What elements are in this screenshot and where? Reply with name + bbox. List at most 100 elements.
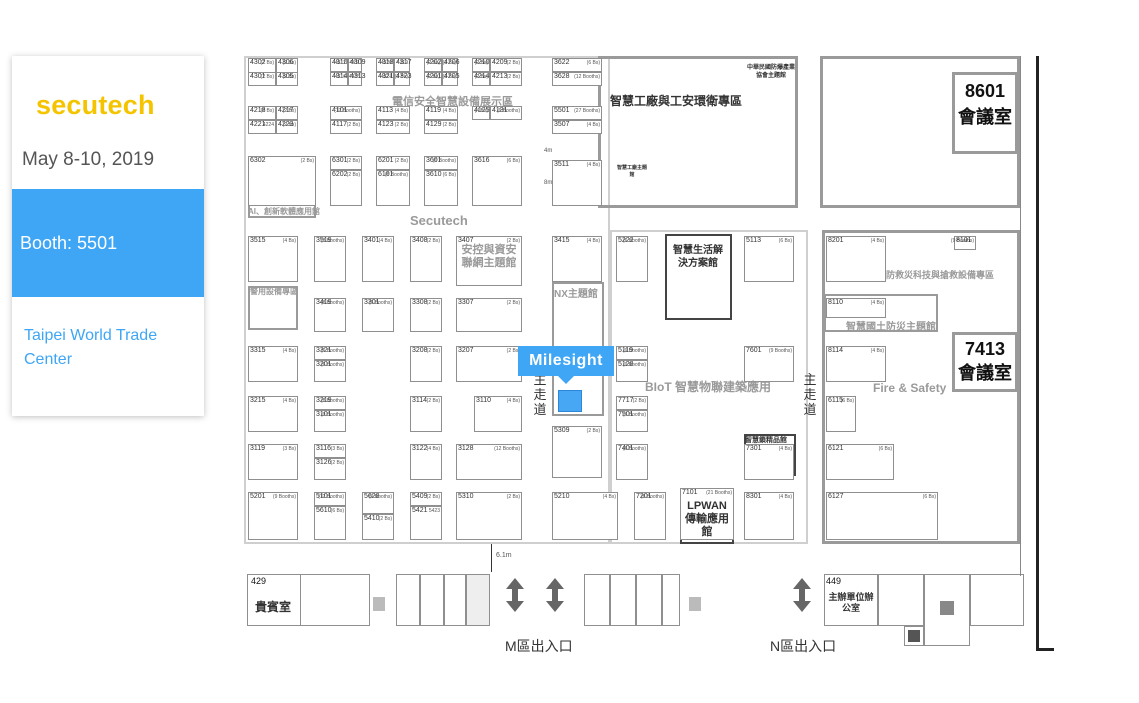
booth-3515[interactable]: 3515(4 Bs)	[248, 236, 298, 282]
booth-3207[interactable]: 3207(2 Bs)	[456, 346, 522, 382]
booth-8301[interactable]: 8301(4 Bs)	[744, 492, 794, 540]
booth-4123[interactable]: 4123(2 Bs)	[376, 120, 410, 134]
booth-6202[interactable]: 6202(2 Bs)	[330, 170, 362, 206]
booth-6127[interactable]: 6127(6 Bs)	[826, 492, 938, 540]
booth-4217[interactable]: 4217(2 Bs)	[276, 106, 298, 120]
booth-8114[interactable]: 8114(4 Bs)	[826, 346, 886, 382]
booth-4202[interactable]: 4202(2 Bs)	[424, 58, 442, 72]
booth-5222[interactable]: 5222(6 Booths)	[616, 236, 648, 282]
booth-4305[interactable]: 4305(2 Bs)	[276, 72, 298, 86]
booth-3610[interactable]: 3610(6 Bs)	[424, 170, 458, 206]
organizer-office[interactable]	[824, 574, 878, 626]
booth-8101[interactable]: 8101(9 Booths)	[951, 236, 976, 250]
booth-8110[interactable]: 8110(4 Bs)	[826, 298, 886, 318]
booth-3616[interactable]: 3616(6 Bs)	[472, 156, 522, 206]
booth-3114[interactable]: 3114(2 Bs)	[410, 396, 442, 432]
booth-7201[interactable]: 7201(8 Booths)	[634, 492, 666, 540]
booth-3407[interactable]: 3407(2 Bs)	[456, 236, 522, 286]
milesight-marker[interactable]: Milesight	[518, 346, 614, 384]
booth-3308[interactable]: 3308(2 Bs)	[410, 298, 442, 332]
booth-5501-highlight[interactable]	[558, 390, 582, 412]
booth-3301[interactable]: 3301(6 Booths)	[362, 298, 394, 332]
booth-6115[interactable]: 6115(6 Bs)	[826, 396, 856, 432]
booth-5309[interactable]: 5309(2 Bs)	[552, 426, 602, 478]
booth-3101[interactable]: 3101(9 Booths)	[314, 410, 346, 432]
booth-3119[interactable]: 3119(3 Bs)	[248, 444, 298, 480]
booth-4131[interactable]: 4131(9 Booths)	[490, 106, 522, 120]
booth-6101[interactable]: 6101(8 Booths)	[376, 170, 410, 206]
booth-3126[interactable]: 3126(2 Bs)	[314, 458, 346, 480]
booth-3511[interactable]: 3511(4 Bs)	[552, 160, 602, 206]
booth-4213[interactable]: 4213(2 Bs)	[490, 72, 522, 86]
booth-5501[interactable]: 5501(27 Booths)	[552, 106, 602, 120]
booth-3307[interactable]: 3307(2 Bs)	[456, 298, 522, 332]
booth-3622[interactable]: 3622(6 Bs)	[552, 58, 602, 72]
booth-5113[interactable]: 5113(6 Bs)	[744, 236, 794, 282]
booth-5409[interactable]: 5409(2 Bs)	[410, 492, 442, 506]
booth-6302[interactable]: 6302(2 Bs)	[248, 156, 316, 206]
booth-7101[interactable]: 7101(21 Booths)	[680, 488, 734, 540]
booth-4101[interactable]: 4101(12 Booths)	[330, 106, 362, 120]
booth-5119[interactable]: 5119(9 Booths)	[616, 346, 648, 360]
booth-3208[interactable]: 3208(2 Bs)	[410, 346, 442, 382]
booth-3401[interactable]: 3401(4 Bs)	[362, 236, 394, 282]
booth-4125[interactable]: 4125(4 Bs)	[472, 106, 490, 120]
booth-4113[interactable]: 4113(4 Bs)	[376, 106, 410, 120]
booth-7717[interactable]: 7717(2 Bs)	[616, 396, 648, 410]
booth-4205[interactable]: 4205(2 Bs)	[442, 72, 460, 86]
booth-5210[interactable]: 5210(4 Bs)	[552, 492, 618, 540]
booth-4209[interactable]: 4209(2 Bs)	[490, 58, 522, 72]
booth-3116[interactable]: 3116(3 Bs)	[314, 444, 346, 458]
booth-3519[interactable]: 3519(8 Booths)	[314, 236, 346, 282]
booth-4117[interactable]: 4117(2 Bs)	[330, 120, 362, 134]
booth-3215[interactable]: 3215(4 Bs)	[248, 396, 298, 432]
booth-4323[interactable]: 4323(2 Bs)	[394, 72, 412, 86]
booth-3507[interactable]: 3507(4 Bs)	[552, 120, 602, 134]
booth-6121[interactable]: 6121(6 Bs)	[826, 444, 894, 480]
vip-room[interactable]	[247, 574, 301, 626]
booth-4201[interactable]: 4201(2 Bs)	[424, 72, 442, 86]
booth-3601[interactable]: 3601(9 Booths)	[424, 156, 458, 170]
meeting-room-7413[interactable]	[952, 332, 1018, 392]
booth-4206[interactable]: 4206(2 Bs)	[442, 58, 460, 72]
booth-7501[interactable]: 7501(6 Booths)	[616, 410, 648, 432]
booth-4223[interactable]: 4223(2 Bs)	[276, 120, 298, 134]
booth-7401[interactable]: 7401(6 Booths)	[616, 444, 648, 480]
booth-3128[interactable]: 3128(12 Booths)	[456, 444, 522, 480]
booth-3201[interactable]: 3201(6 Booths)	[314, 360, 346, 382]
booth-7601[interactable]: 7601(9 Booths)	[744, 346, 794, 382]
booth-6301[interactable]: 6301(2 Bs)	[330, 156, 362, 170]
booth-5610[interactable]: 5610(6 Bs)	[314, 506, 346, 540]
booth-6201[interactable]: 6201(2 Bs)	[376, 156, 410, 170]
booth-5101[interactable]: 5101(12 Booths)	[314, 492, 346, 506]
booth-5128[interactable]: 5128(9 Booths)	[616, 360, 648, 382]
booth-7301[interactable]: 7301(4 Bs)	[744, 444, 794, 480]
booth-5628[interactable]: 5628(9 Booths)	[362, 492, 394, 514]
booth-3315[interactable]: 3315(4 Bs)	[248, 346, 298, 382]
meeting-room-8601[interactable]	[952, 72, 1018, 154]
booth-4301[interactable]: 4301(2 Bs)	[248, 72, 276, 86]
booth-5410[interactable]: 5410(2 Bs)	[362, 514, 394, 540]
booth-4218[interactable]: 4218(2 Bs)	[248, 106, 276, 120]
venue-link[interactable]: Taipei World Trade Center	[24, 327, 158, 368]
booth-5201[interactable]: 5201(9 Booths)	[248, 492, 298, 540]
booth-8201[interactable]: 8201(4 Bs)	[826, 236, 886, 282]
booth-3122[interactable]: 3122(4 Bs)	[410, 444, 442, 480]
booth-3415[interactable]: 3415(4 Bs)	[552, 236, 602, 282]
booth-3321[interactable]: 3321(6 Booths)	[314, 346, 346, 360]
booth-3110[interactable]: 3110(4 Bs)	[474, 396, 522, 432]
booth-5310[interactable]: 5310(2 Bs)	[456, 492, 522, 540]
booth-4129[interactable]: 4129(2 Bs)	[424, 120, 458, 134]
booth-3408[interactable]: 3408(2 Bs)	[410, 236, 442, 282]
booth-4214[interactable]: 4214(2 Bs)	[472, 72, 490, 86]
booth-3419[interactable]: 3419(8 Booths)	[314, 298, 346, 332]
booth-3628[interactable]: 3628(12 Booths)	[552, 72, 602, 86]
